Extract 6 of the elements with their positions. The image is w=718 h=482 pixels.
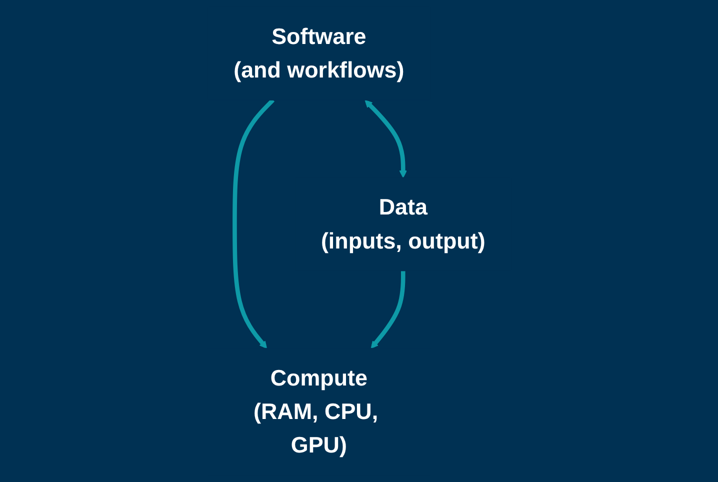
arrow [364,100,407,178]
node-text: Data (inputs, output) [320,194,486,254]
arrow [370,270,406,349]
node-text: Compute (RAM, CPU, GPU) [254,364,378,458]
node-text: Software (and workflows) [234,23,404,83]
arrow [232,98,275,349]
